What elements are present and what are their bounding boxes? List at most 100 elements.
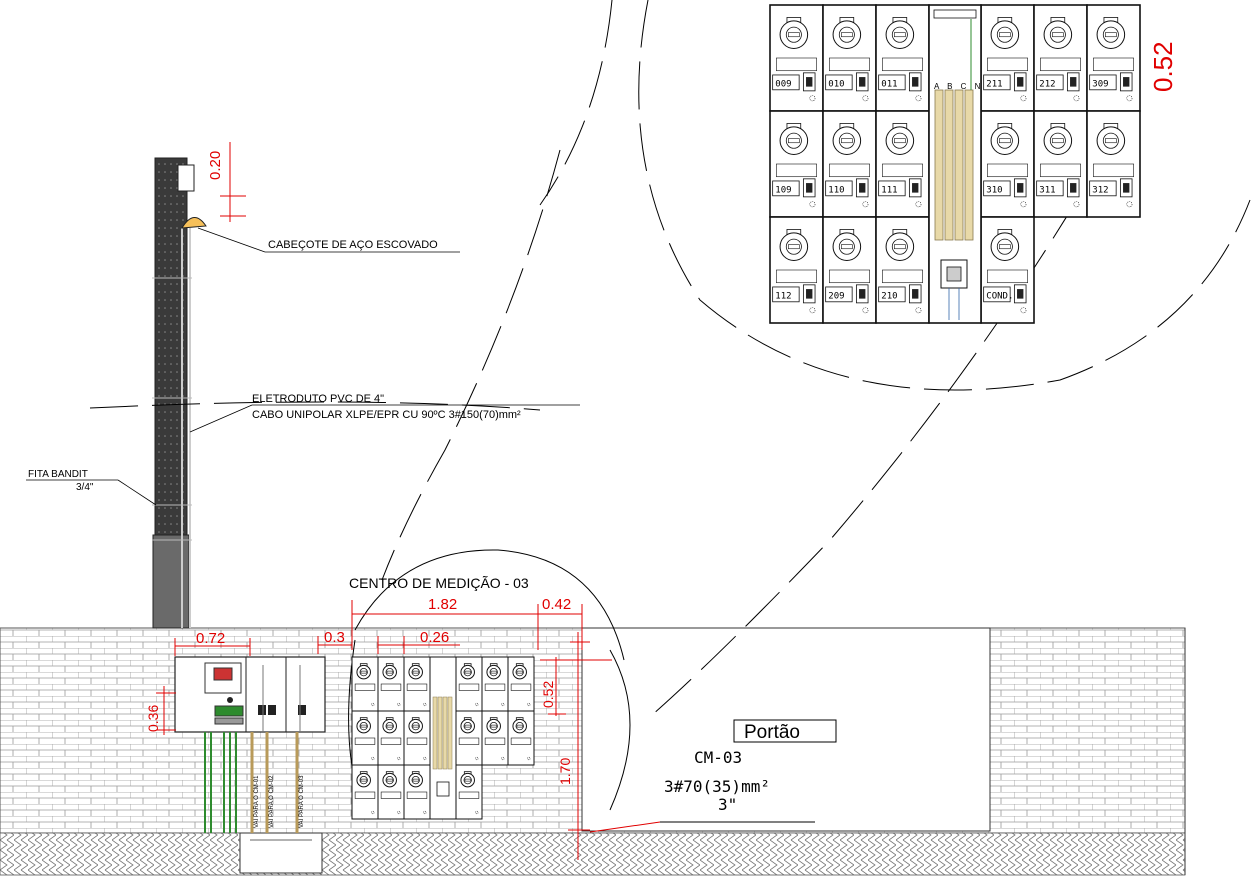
meter-number: 311 xyxy=(1039,186,1055,196)
meter-cell xyxy=(481,710,509,766)
dimension-052-small: 0.52 xyxy=(540,657,612,716)
busbar xyxy=(442,696,448,770)
fuse-1-icon xyxy=(258,705,266,715)
meter-cell: 112 xyxy=(769,216,824,324)
dim-170-text: 1.70 xyxy=(557,758,573,785)
meter-cell: 011 xyxy=(875,4,930,112)
cm-id-label: CM-03 xyxy=(694,748,742,767)
dim-042-text: 0.42 xyxy=(542,596,571,613)
meter-cell xyxy=(351,710,379,766)
main-breaker-icon xyxy=(940,259,968,289)
meter-cell xyxy=(403,656,431,712)
meter-cell xyxy=(351,656,379,712)
dim-036-text: 0.36 xyxy=(145,705,161,732)
dim-03-text: 0.3 xyxy=(324,629,345,646)
dimension-052-large: 0.52 xyxy=(1148,41,1178,92)
cabecote-label: CABEÇOTE DE AÇO ESCOVADO xyxy=(268,239,438,251)
meter-number: 110 xyxy=(828,186,844,196)
cm-cable-label: 3#70(35)mm² xyxy=(664,777,770,796)
dim-020-text: 0.20 xyxy=(207,151,224,180)
meter-cell xyxy=(377,656,405,712)
eletroduto-label: ELETRODUTO PVC DE 4" xyxy=(252,393,384,405)
note-fita: FITA BANDIT 3/4" xyxy=(26,469,157,506)
dimension-036: 0.36 xyxy=(145,686,176,735)
distribution-board xyxy=(174,656,326,733)
dimension-170: 1.70 xyxy=(557,632,590,860)
meter-cell xyxy=(455,656,483,712)
busbar-phase-labels: A B C N xyxy=(934,82,983,91)
meter-number: 112 xyxy=(775,292,791,302)
meter-cell xyxy=(403,764,431,820)
meter-number: 009 xyxy=(775,80,791,90)
portao-label: Portão xyxy=(744,722,800,743)
dimension-03: 0.3 xyxy=(317,629,352,654)
utility-pole xyxy=(152,157,207,629)
meter-cell: 111 xyxy=(875,110,930,218)
meter-cell: 309 xyxy=(1086,4,1141,112)
meter-cell: 009 xyxy=(769,4,824,112)
gate-label-box: Portão xyxy=(733,719,837,743)
meter-number: 210 xyxy=(881,292,897,302)
dimension-182: 1.82 xyxy=(351,596,539,650)
meter-cell: 209 xyxy=(822,216,877,324)
dimension-072: 0.72 xyxy=(174,630,251,656)
meter-cell xyxy=(507,656,535,712)
meter-number: 109 xyxy=(775,186,791,196)
meter-cell: 211 xyxy=(980,4,1035,112)
meter-number: 211 xyxy=(986,80,1002,90)
dim-072-text: 0.72 xyxy=(196,630,225,647)
dim-052-small-text: 0.52 xyxy=(540,681,556,708)
meter-cell: 110 xyxy=(822,110,877,218)
dimension-026: 0.26 xyxy=(377,629,460,654)
meter-cell xyxy=(455,710,483,766)
busbar xyxy=(934,89,944,241)
conduit-tag-2: VAI PARA O CM-02 xyxy=(269,775,275,828)
busbar xyxy=(432,696,438,770)
meter-cell: COND. xyxy=(980,216,1035,324)
meter-number: 209 xyxy=(828,292,844,302)
meter-number: 011 xyxy=(881,80,897,90)
dimension-020: 0.20 xyxy=(207,142,246,222)
busbar xyxy=(944,89,954,241)
conduit-tag-3: VAI PARA O CM-03 xyxy=(299,775,305,828)
cm-duct-label: 3" xyxy=(718,795,737,814)
meter-panel-cm03 xyxy=(351,656,535,820)
meter-cell: 109 xyxy=(769,110,824,218)
meter-cell: 212 xyxy=(1033,4,1088,112)
centro-title: CENTRO DE MEDIÇÃO - 03 xyxy=(349,575,529,591)
meter-cell xyxy=(455,764,483,820)
meter-cell xyxy=(377,764,405,820)
meter-cell xyxy=(377,710,405,766)
busbar xyxy=(954,89,964,241)
meter-number: 312 xyxy=(1092,186,1108,196)
meter-cell: 010 xyxy=(822,4,877,112)
cable-trench xyxy=(239,832,323,874)
note-cabecote: CABEÇOTE DE AÇO ESCOVADO xyxy=(197,227,460,253)
conduit-tag-1: VAI PARA O CM-01 xyxy=(254,775,260,828)
fita-label: FITA BANDIT xyxy=(28,469,88,480)
meter-number: 111 xyxy=(881,186,897,196)
meter-cell xyxy=(507,710,535,766)
busbar xyxy=(964,89,974,241)
fuse-3-icon xyxy=(298,705,306,715)
meter-number: 309 xyxy=(1092,80,1108,90)
meter-cell xyxy=(351,764,379,820)
meter-cell: 210 xyxy=(875,216,930,324)
dim-052-large-text: 0.52 xyxy=(1148,41,1178,92)
cabo-label: CABO UNIPOLAR XLPE/EPR CU 90ºC 3#150(70)… xyxy=(252,409,521,421)
meter-cell xyxy=(481,656,509,712)
cm03-note: CM-03 3#70(35)mm² 3" xyxy=(589,748,815,833)
busbar xyxy=(437,696,443,770)
meter-cell: 311 xyxy=(1033,110,1088,218)
dim-182-text: 1.82 xyxy=(428,596,457,613)
meter-cell: 312 xyxy=(1086,110,1141,218)
weatherhead-icon xyxy=(181,217,207,229)
meter-number: 212 xyxy=(1039,80,1055,90)
meter-cell xyxy=(403,710,431,766)
conduits-down: VAI PARA O CM-01 VAI PARA O CM-02 VAI PA… xyxy=(204,732,305,833)
main-breaker-icon xyxy=(436,781,450,797)
ground-strip xyxy=(0,628,1186,876)
busbar xyxy=(447,696,453,770)
